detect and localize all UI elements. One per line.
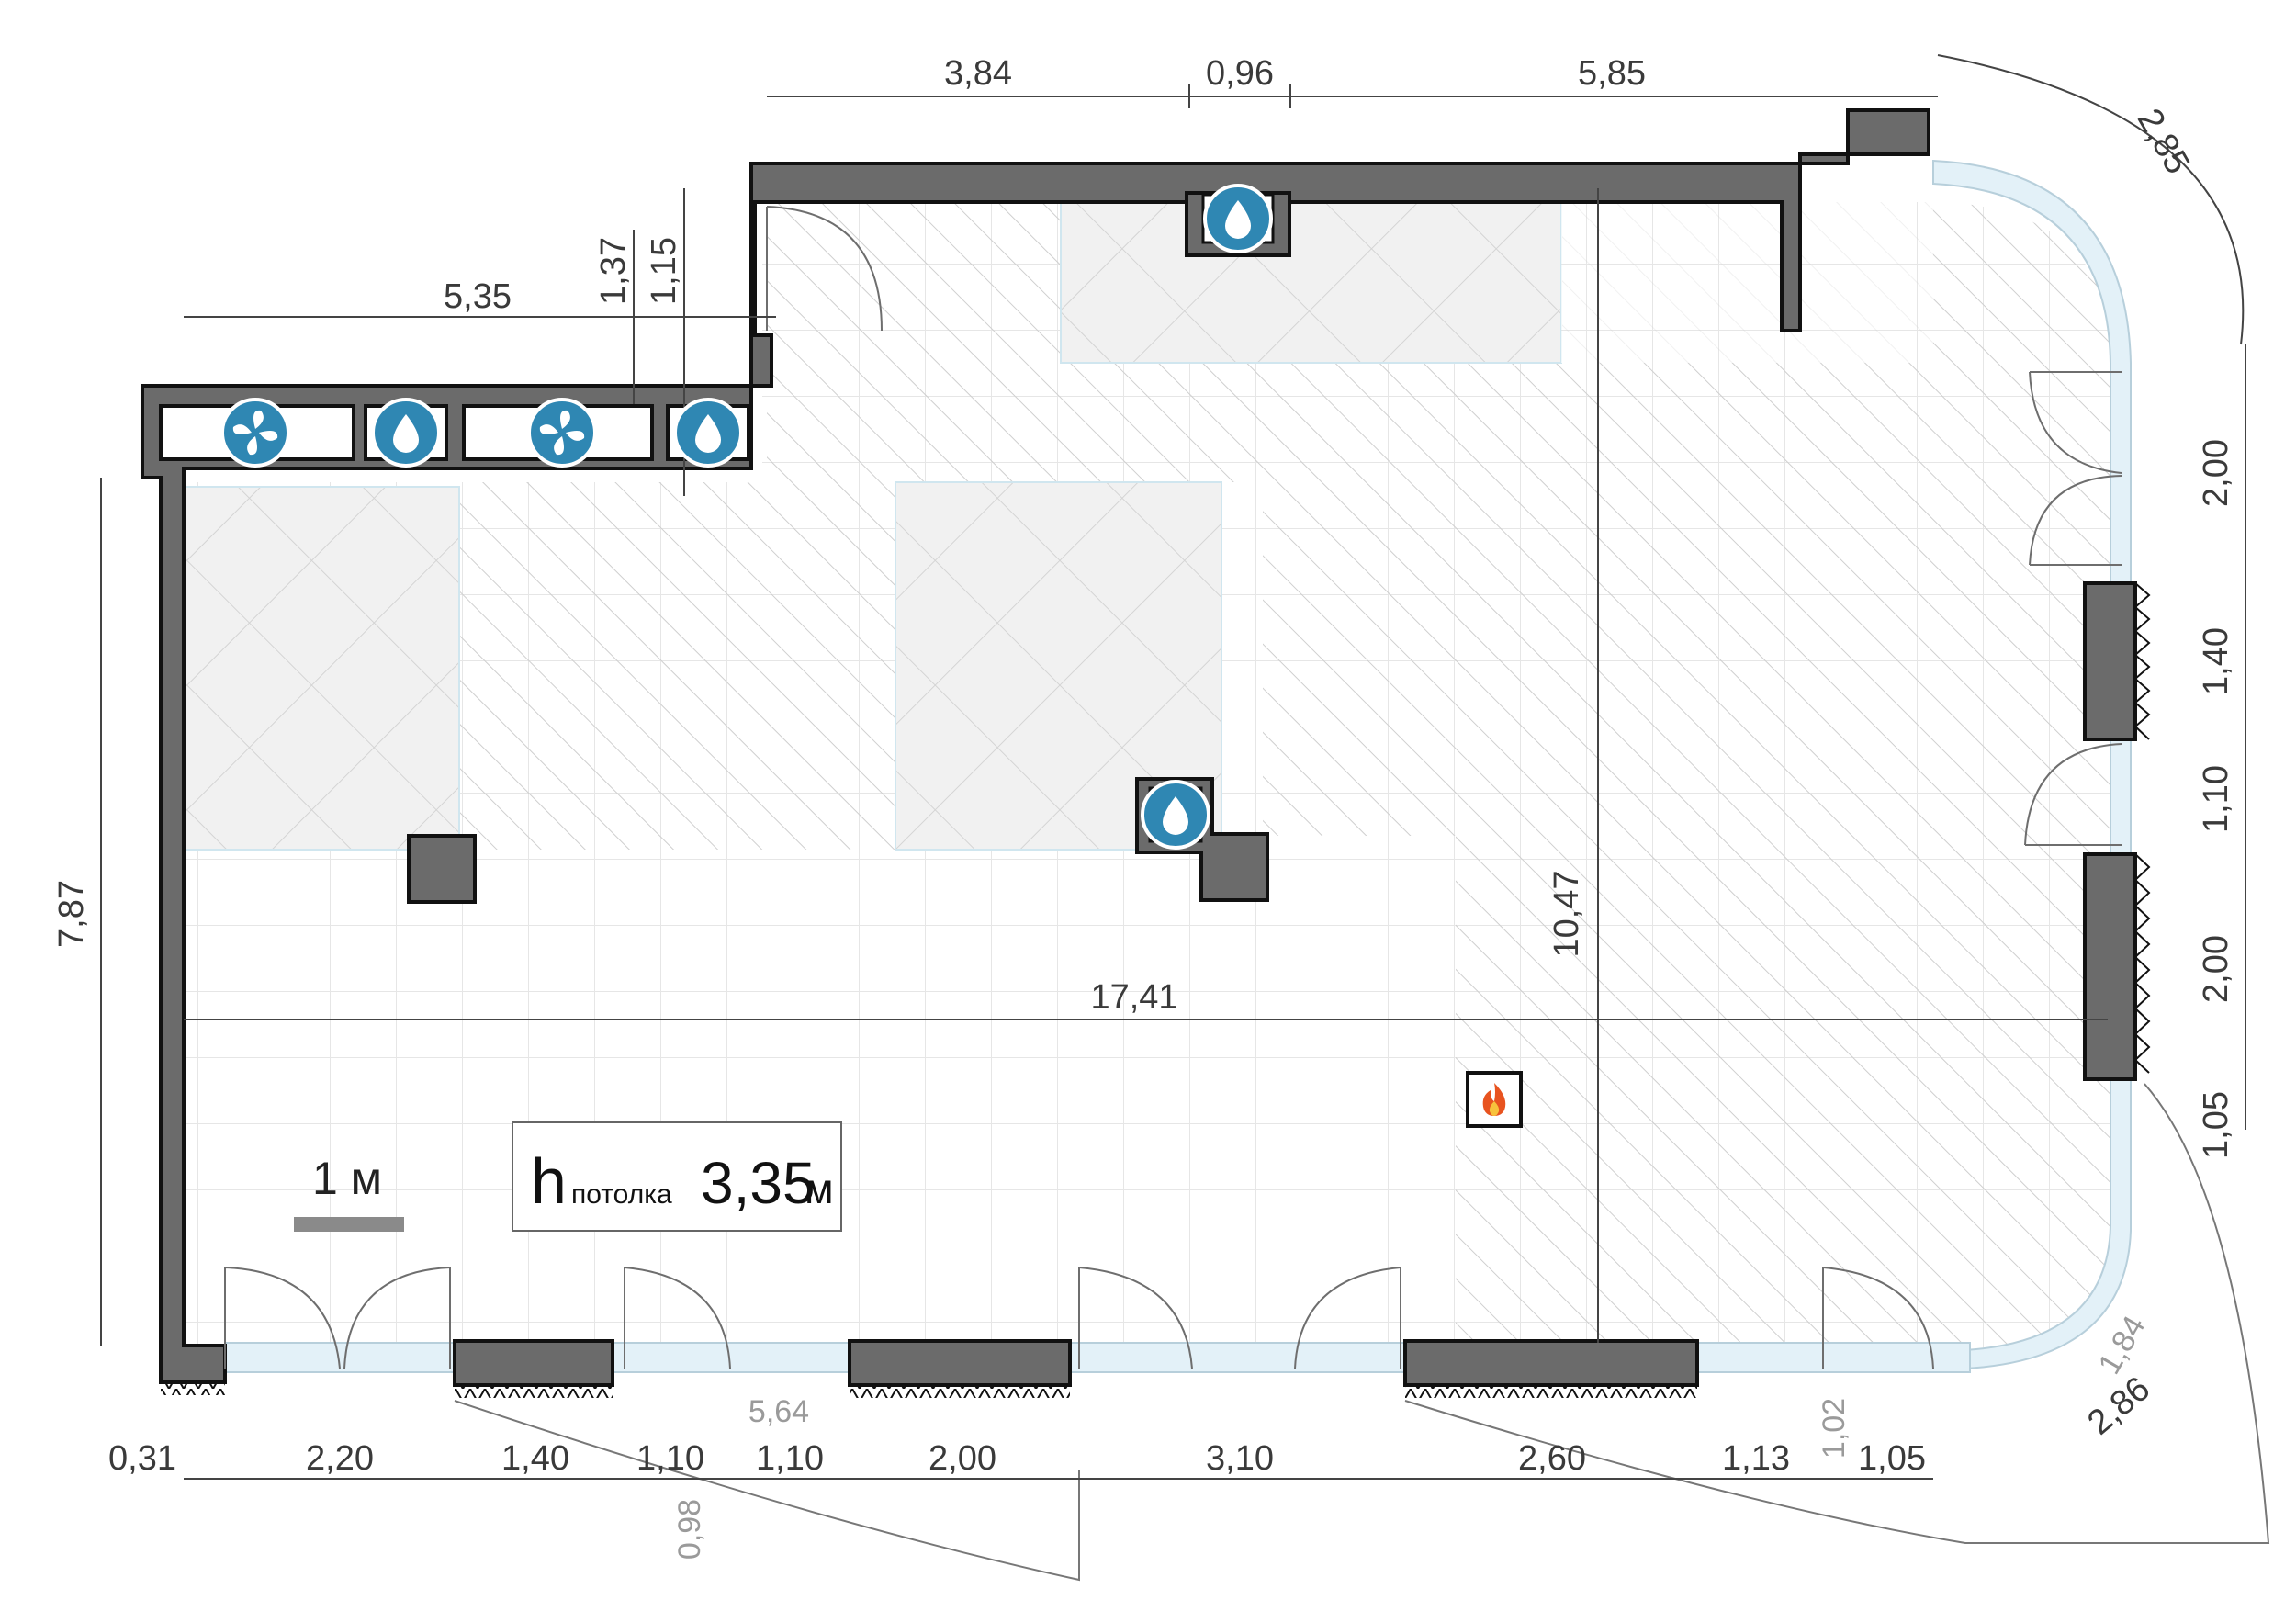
dim-bottom-4: 1,10 (636, 1439, 704, 1478)
dim-terrace-2: 0,98 (672, 1499, 707, 1560)
ceiling-h-label: h (531, 1145, 567, 1217)
water-drop-icon (1141, 780, 1210, 850)
dim-top-3: 5,85 (1578, 54, 1646, 93)
dim-notch-1: 1,37 (594, 237, 633, 305)
dim-left-wing: 5,35 (444, 277, 512, 316)
ceiling-height-box: h потолка 3,35 м (512, 1121, 842, 1232)
fan-icon (220, 398, 290, 468)
water-drop-icon (371, 398, 441, 468)
dim-total-depth: 10,47 (1548, 870, 1586, 957)
dim-bottom-9: 1,13 (1722, 1439, 1790, 1478)
ceiling-unit: м (805, 1165, 834, 1212)
dim-terrace-4: 1,84 (2091, 1310, 2152, 1380)
dim-bottom-7: 3,10 (1206, 1439, 1274, 1478)
dimension-labels: 3,84 0,96 5,85 2,85 5,35 1,37 1,15 7,87 … (52, 54, 2235, 1560)
dim-terrace-5: 2,86 (2080, 1369, 2157, 1443)
dim-bottom-10: 1,05 (1858, 1439, 1926, 1478)
water-drop-icon (1203, 184, 1273, 253)
fire-icon (1472, 1077, 1516, 1121)
dim-bottom-5: 1,10 (756, 1439, 824, 1478)
scale-bar-line (294, 1217, 404, 1232)
dim-bottom-1: 0,31 (108, 1439, 176, 1478)
dim-right-4: 2,00 (2197, 935, 2235, 1003)
floor (183, 201, 2122, 1359)
scale-bar: 1 м (294, 1153, 404, 1232)
dimension-lines (100, 54, 2246, 1480)
dim-bottom-2: 2,20 (306, 1439, 374, 1478)
dim-total-width: 17,41 (1090, 978, 1177, 1017)
fan-icon (527, 398, 597, 468)
dim-terrace-1: 5,64 (748, 1394, 809, 1429)
dim-top-2: 0,96 (1206, 54, 1274, 93)
dim-top-1: 3,84 (944, 54, 1012, 93)
dim-bottom-6: 2,00 (929, 1439, 996, 1478)
dim-left-height: 7,87 (52, 880, 91, 948)
dim-right-5: 1,05 (2197, 1091, 2235, 1159)
doors (224, 206, 2270, 1582)
dim-terrace-3: 1,02 (1817, 1398, 1851, 1459)
dim-bottom-3: 1,40 (501, 1439, 569, 1478)
ceiling-value: 3,35 (701, 1150, 816, 1216)
dim-bottom-8: 2,60 (1518, 1439, 1586, 1478)
scale-label: 1 м (312, 1153, 382, 1204)
dim-right-1: 2,00 (2197, 439, 2235, 507)
dim-right-3: 1,10 (2197, 765, 2235, 833)
ceiling-word: потолка (571, 1179, 672, 1210)
water-drop-icon (673, 398, 743, 468)
dim-notch-2: 1,15 (645, 237, 683, 305)
dim-right-2: 1,40 (2197, 627, 2235, 695)
